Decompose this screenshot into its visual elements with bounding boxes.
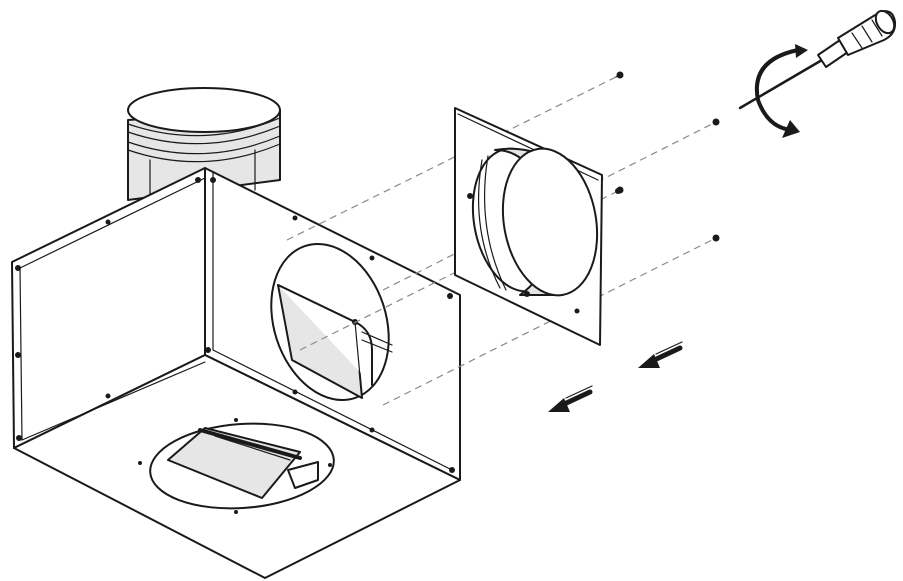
plenum-box	[11, 87, 461, 579]
screw-3	[616, 186, 624, 194]
screw-2	[712, 118, 720, 126]
circular-side-opening	[270, 242, 393, 402]
direction-arrows	[548, 341, 683, 412]
box-rivets	[15, 177, 455, 473]
rotation-arrow-icon	[754, 44, 808, 138]
round-spigot	[467, 147, 599, 297]
bottom-opening	[138, 418, 335, 514]
duct-collar	[127, 87, 281, 201]
screws	[615, 71, 720, 242]
direction-arrow-2	[548, 385, 593, 412]
screw-1	[615, 71, 624, 79]
adapter-flange-plate	[454, 107, 621, 346]
direction-arrow-1	[638, 341, 683, 368]
screw-4	[712, 234, 720, 242]
screwdriver	[738, 9, 897, 110]
